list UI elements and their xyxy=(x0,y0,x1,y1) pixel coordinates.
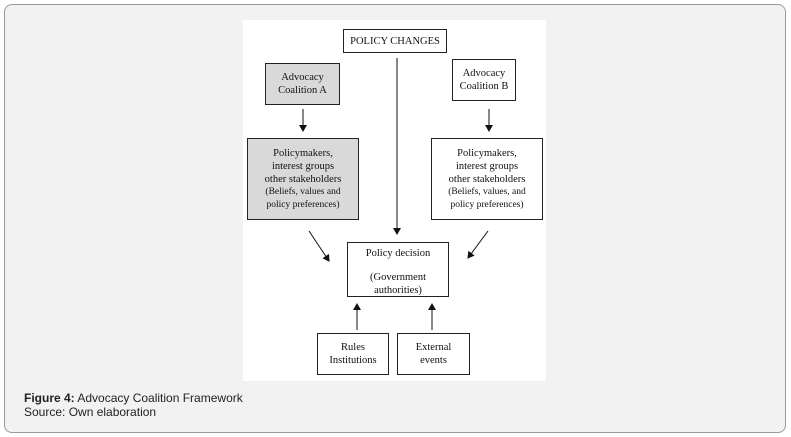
arrow-actors-a-to-decision xyxy=(308,230,330,262)
box-text: Policymakers, xyxy=(273,147,333,159)
box-text: (Government xyxy=(370,272,426,283)
policy-changes-label: POLICY CHANGES xyxy=(350,35,440,47)
policy-changes-box: POLICY CHANGES xyxy=(343,29,447,53)
box-text: Coalition B xyxy=(459,81,509,92)
box-text: other stakeholders xyxy=(264,173,342,185)
policy-decision-box: Policy decision (Government authorities) xyxy=(347,242,449,297)
caption-source: Source: Own elaboration xyxy=(24,405,157,419)
caption-title: Advocacy Coalition Framework xyxy=(77,391,243,405)
box-text: policy preferences) xyxy=(266,199,340,210)
box-text: interest groups xyxy=(455,160,519,172)
arrow-actors-b-to-decision xyxy=(467,230,489,259)
box-text: Policymakers, xyxy=(457,147,517,159)
box-text: External xyxy=(415,342,452,353)
box-text: Rules xyxy=(341,342,365,353)
box-text: Coalition A xyxy=(278,85,327,96)
box-text: authorities) xyxy=(374,285,422,296)
box-text: Policy decision xyxy=(365,248,431,259)
caption-label: Figure 4: xyxy=(24,391,75,405)
box-text: Institutions xyxy=(329,355,377,366)
box-text: interest groups xyxy=(271,160,335,172)
external-events-box: External events xyxy=(397,333,470,375)
box-text: events xyxy=(420,355,447,366)
box-text: Advocacy xyxy=(281,72,324,83)
box-text: (Beliefs, values and xyxy=(265,186,341,197)
box-text: policy preferences) xyxy=(450,199,524,210)
box-text: Advocacy xyxy=(462,68,506,79)
box-text: other stakeholders xyxy=(448,173,526,185)
figure-caption: Figure 4: Advocacy Coalition Framework xyxy=(24,391,243,405)
box-text: (Beliefs, values, and xyxy=(448,186,526,197)
